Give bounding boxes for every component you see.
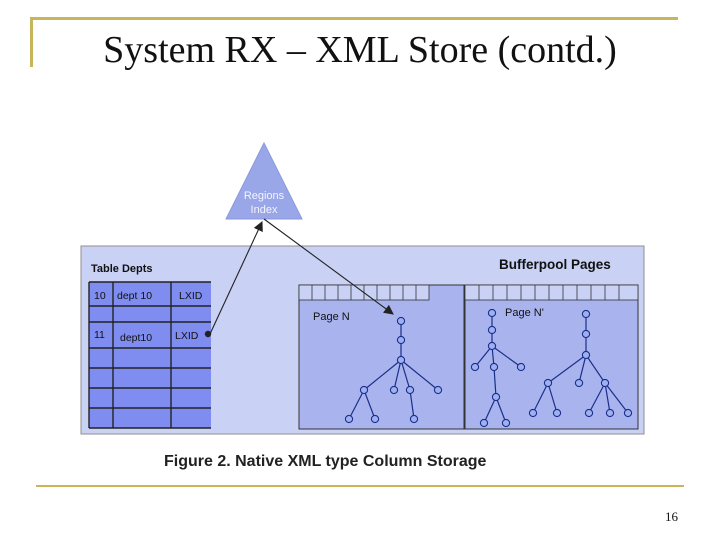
bottom-rule bbox=[36, 485, 684, 487]
table-grid bbox=[88, 281, 211, 429]
row-1-name: dept 10 bbox=[117, 290, 152, 302]
row-1-ref: LXID bbox=[179, 290, 203, 302]
xml-tree-page-n-prime-b-nodes bbox=[528, 309, 633, 418]
regions-index-label-line1: Regions bbox=[244, 190, 285, 202]
left-rule bbox=[30, 17, 33, 67]
top-rule bbox=[30, 17, 678, 20]
lxid-pointer-dot bbox=[204, 330, 212, 338]
row-1-id: 10 bbox=[94, 290, 106, 302]
table-body bbox=[89, 282, 211, 428]
regions-index-to-page-n-arrow bbox=[263, 218, 394, 315]
page-n-label: Page N bbox=[313, 311, 350, 323]
row-2-name: dept10 bbox=[120, 332, 152, 344]
index-connectors bbox=[209, 218, 394, 335]
bufferpool-title: Bufferpool Pages bbox=[499, 257, 611, 272]
page-n-box bbox=[298, 284, 465, 430]
xml-tree-page-n-prime-a-nodes bbox=[470, 308, 526, 428]
slide-title: System RX – XML Store (contd.) bbox=[103, 29, 617, 71]
page-n-prime-slot-header bbox=[464, 284, 639, 301]
table-title: Table Depts bbox=[91, 263, 153, 275]
lxid-to-regions-index-arrow bbox=[209, 221, 263, 335]
slide-number: 16 bbox=[665, 509, 678, 524]
figure-caption: Figure 2. Native XML type Column Storage bbox=[164, 453, 487, 470]
row-2-ref: LXID bbox=[175, 330, 199, 342]
regions-index-label-line2: Index bbox=[251, 204, 278, 216]
xml-tree-page-n-nodes bbox=[344, 316, 443, 424]
row-2-id: 11 bbox=[94, 329, 105, 341]
page-n-prime-label: Page N' bbox=[505, 307, 544, 319]
